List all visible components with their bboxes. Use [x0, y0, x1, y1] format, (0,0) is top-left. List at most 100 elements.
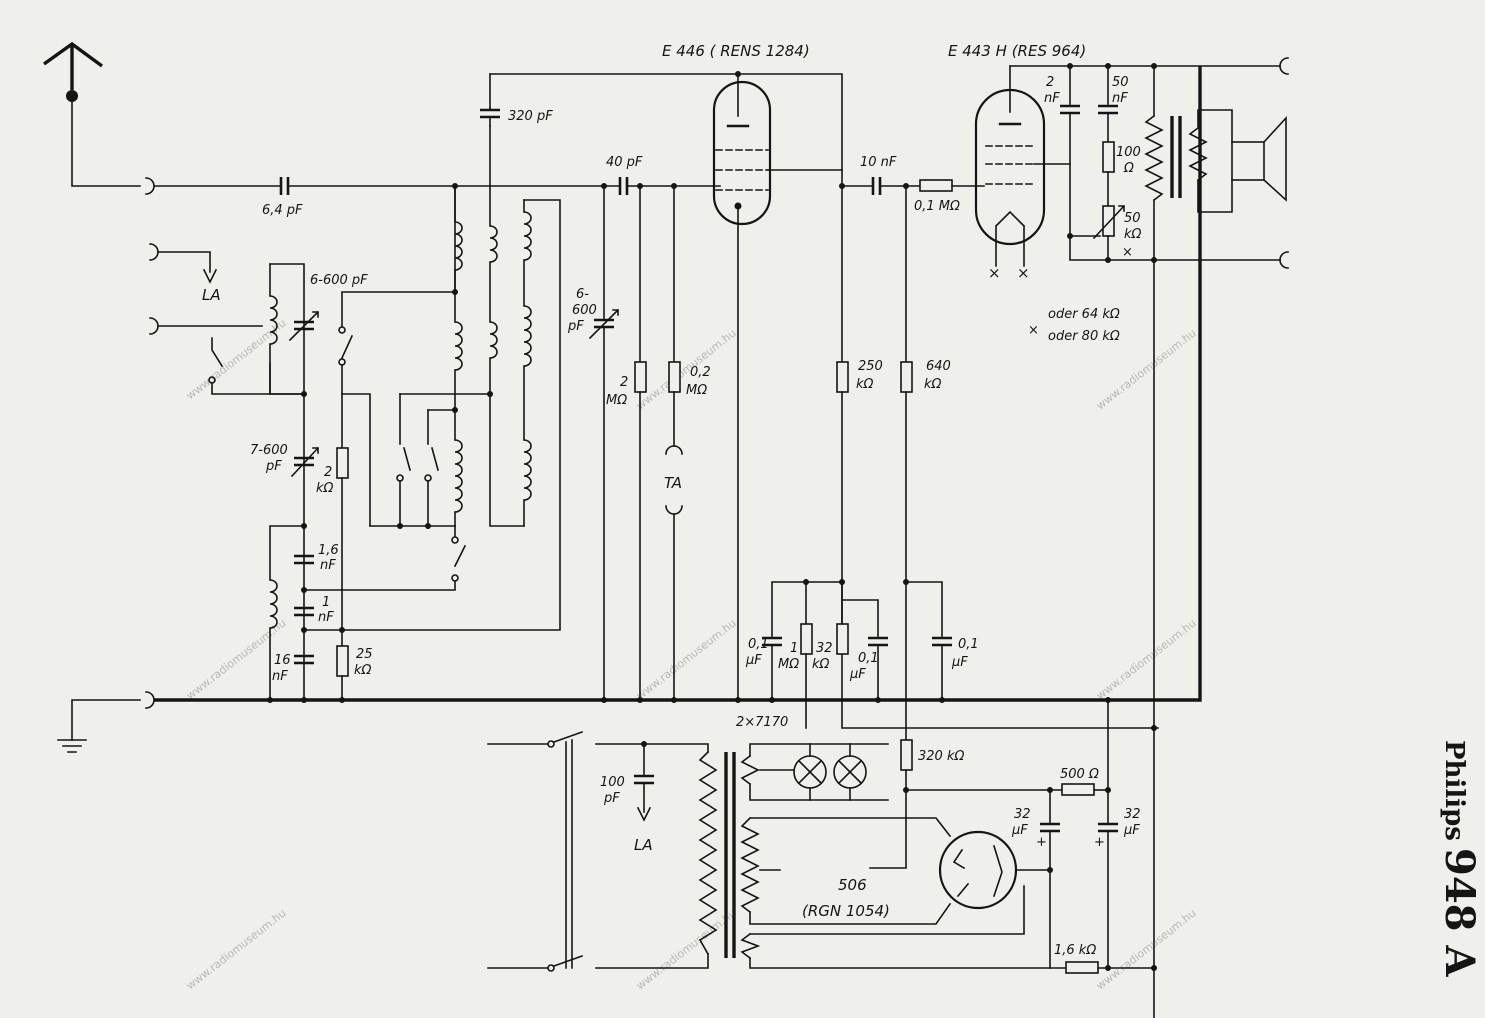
label-r-250: 250 — [858, 359, 883, 374]
coil-l1 — [269, 295, 278, 345]
label-r-0-2m-unit: MΩ — [686, 383, 707, 398]
output-socket-top — [1279, 57, 1289, 75]
label-r-320k: 320 kΩ — [918, 749, 964, 764]
label-r-0-2m: 0,2 — [690, 365, 711, 380]
label-c-7-600: 7-600 — [250, 443, 288, 458]
brand-philips: Philips — [1439, 740, 1469, 841]
title-block: Philips 948 A — [1436, 740, 1483, 977]
label-c-1-6-unit: nF — [320, 558, 336, 573]
label-plus-2: + — [1094, 835, 1105, 850]
label-r-100-unit: Ω — [1123, 161, 1134, 176]
decoupling-network: 0,1 μF 1 MΩ 32 kΩ 0,1 μF 0,1 μF — [745, 579, 979, 729]
ground-bus — [57, 66, 1202, 753]
label-r-2m-unit: MΩ — [606, 393, 627, 408]
label-c-coupling-out: 10 nF — [860, 155, 897, 170]
watermark: www.radiomuseum.hu — [184, 906, 289, 992]
label-ta: TA — [664, 474, 682, 492]
label-c-0-1b: 0,1 — [858, 651, 879, 666]
label-x-alt: × — [1028, 323, 1039, 338]
label-c-grid: 40 pF — [606, 155, 643, 170]
label-pot-50: 50 — [1124, 211, 1141, 226]
label-c-16-unit: nF — [272, 669, 288, 684]
model-number: 948 A — [1436, 848, 1483, 977]
label-r-25: 25 — [356, 647, 373, 662]
label-c-tune2-c: pF — [567, 319, 584, 334]
lower-left-network: 1,6 nF 1 nF 16 nF 25 kΩ — [269, 523, 373, 701]
label-tube-e446: E 446 ( RENS 1284) — [662, 42, 810, 60]
label-c-32a-unit: μF — [1011, 823, 1028, 838]
earth-icon — [57, 739, 87, 753]
tube-e443h — [974, 88, 1046, 246]
label-r-32k: 32 — [816, 641, 833, 656]
label-plus-1: + — [1036, 835, 1047, 850]
label-alt-2: oder 80 kΩ — [1048, 329, 1120, 344]
rectifier-506 — [938, 830, 1018, 910]
label-c-tune2-a: 6- — [576, 287, 589, 302]
label-c-32a: 32 — [1014, 807, 1031, 822]
label-c-tune1: 6-600 pF — [310, 273, 368, 288]
label-c-0-1c-unit: μF — [951, 655, 968, 670]
label-c-320: 320 pF — [508, 109, 553, 124]
watermark: www.radiomuseum.hu — [1094, 616, 1199, 702]
label-c-tune2-b: 600 — [572, 303, 597, 318]
label-r-1m: 1 — [790, 641, 798, 656]
label-x-mark: × — [1122, 245, 1133, 260]
label-r-32k-unit: kΩ — [812, 657, 830, 672]
filament-x-left: × — [988, 264, 1001, 282]
waveband-switches: 2 kΩ — [303, 185, 491, 647]
la-input: LA — [149, 243, 263, 335]
filament-x-right: × — [1017, 264, 1030, 282]
label-c-1: 1 — [322, 595, 330, 610]
label-c-0-1a-unit: μF — [745, 653, 762, 668]
label-pot-50-unit: kΩ — [1124, 227, 1142, 242]
antenna-symbol — [43, 41, 104, 90]
watermark: www.radiomuseum.hu — [184, 316, 289, 402]
label-c-antenna: 6,4 pF — [262, 203, 303, 218]
tube-e446 — [712, 80, 772, 226]
label-c-50nf-unit: nF — [1112, 91, 1128, 106]
label-c-100pf-unit: pF — [603, 791, 620, 806]
label-c-100pf: 100 — [600, 775, 625, 790]
output-socket-bottom — [1279, 251, 1289, 269]
label-c-32b-unit: μF — [1123, 823, 1140, 838]
antenna-section: 6,4 pF — [43, 41, 621, 218]
la-socket-mid — [149, 317, 159, 335]
antenna-socket — [145, 177, 155, 195]
label-la-bottom: LA — [634, 836, 653, 854]
label-c-50nf: 50 — [1112, 75, 1129, 90]
label-c-1-6: 1,6 — [318, 543, 339, 558]
label-rectifier-506: 506 — [838, 876, 867, 894]
speaker-icon — [1231, 141, 1265, 181]
coupling-320pf: 320 pF — [480, 71, 843, 187]
tuned-circuit-1: 6-600 pF 7-600 pF — [208, 263, 368, 701]
watermark: www.radiomuseum.hu — [1094, 906, 1199, 992]
label-tube-e443h: E 443 H (RES 964) — [948, 42, 1086, 60]
interstage: 10 nF 0,1 MΩ 250 kΩ 640 kΩ — [836, 155, 1159, 741]
watermark: www.radiomuseum.hu — [634, 616, 739, 702]
label-r-2k: 2 — [324, 465, 332, 480]
label-c-0-1b-unit: μF — [849, 667, 866, 682]
antenna-plug — [66, 90, 78, 102]
label-alt-1: oder 64 kΩ — [1048, 307, 1120, 322]
label-r-1m-unit: MΩ — [778, 657, 799, 672]
label-c-0-1a: 0,1 — [748, 637, 769, 652]
label-r-25-unit: kΩ — [354, 663, 372, 678]
watermark: www.radiomuseum.hu — [634, 906, 739, 992]
label-lamps: 2×7170 — [736, 715, 788, 730]
label-c-2nf-unit: nF — [1044, 91, 1060, 106]
label-c-32b: 32 — [1124, 807, 1141, 822]
watermarks: www.radiomuseum.hu www.radiomuseum.hu ww… — [184, 316, 1199, 992]
label-r-640: 640 — [926, 359, 951, 374]
watermark: www.radiomuseum.hu — [184, 616, 289, 702]
label-r-2m: 2 — [620, 375, 628, 390]
label-r-100: 100 — [1116, 145, 1141, 160]
label-rectifier-type: (RGN 1054) — [802, 902, 890, 920]
label-r-640-unit: kΩ — [924, 377, 942, 392]
label-c-2nf: 2 — [1046, 75, 1054, 90]
label-r-grid-out: 0,1 MΩ — [914, 199, 960, 214]
label-r-500: 500 Ω — [1060, 767, 1099, 782]
label-r-2k-unit: kΩ — [316, 481, 334, 496]
label-c-1-unit: nF — [318, 610, 334, 625]
output-stage: E 443 H (RES 964) × × 2 nF 50 nF 100 Ω — [948, 42, 1289, 1018]
